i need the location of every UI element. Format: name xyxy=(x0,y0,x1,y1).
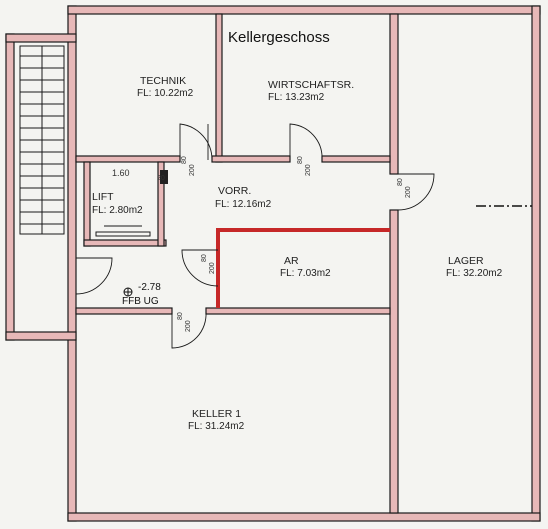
wall-wirtschaft-lager-upper xyxy=(389,13,399,175)
room-technik-name: TECHNIK xyxy=(140,75,186,87)
door-stair xyxy=(75,257,113,295)
wall-keller-north-left xyxy=(75,307,173,315)
door-dim-height: 200 xyxy=(305,164,312,176)
room-wirtschaft-name: WIRTSCHAFTSR. xyxy=(268,79,354,91)
plan-title: Kellergeschoss xyxy=(228,29,330,46)
wall-technik-south-left xyxy=(75,155,181,163)
room-keller1-name: KELLER 1 xyxy=(192,408,241,420)
door-dim-width: 80 xyxy=(397,178,404,186)
door-technik xyxy=(179,123,213,161)
room-wirtschaft-area: FL: 13.23m2 xyxy=(268,92,325,103)
door-ar xyxy=(181,249,219,287)
lift-gap-label: 20 xyxy=(157,175,165,182)
door-dim-width: 80 xyxy=(181,156,188,164)
wall-stair-north xyxy=(5,33,77,43)
room-ar-name: AR xyxy=(284,255,299,267)
wall-keller-north-right xyxy=(205,307,391,315)
wall-west xyxy=(67,5,77,522)
room-vorraum-area: FL: 12.16m2 xyxy=(215,199,272,210)
door-dim-width: 80 xyxy=(201,254,208,262)
room-lager-name: LAGER xyxy=(448,255,484,267)
floor-level-value: -2.78 xyxy=(138,282,161,293)
door-lager xyxy=(397,173,435,211)
wall-stair-west xyxy=(5,33,15,341)
floor-level-ref: FFB UG xyxy=(122,296,159,307)
wall-lift-south xyxy=(83,239,167,247)
staircase xyxy=(19,45,65,235)
door-dim-width: 80 xyxy=(297,156,304,164)
room-ar-area: FL: 7.03m2 xyxy=(280,268,331,279)
wall-technik-wirtschaft xyxy=(215,13,223,163)
room-technik-area: FL: 10.22m2 xyxy=(137,88,194,99)
door-dim-height: 200 xyxy=(405,186,412,198)
wall-east xyxy=(531,5,541,522)
room-lift-name: LIFT xyxy=(92,191,114,203)
door-dim-height: 200 xyxy=(209,262,216,274)
room-lift-area: FL: 2.80m2 xyxy=(92,205,143,216)
room-lager-area: FL: 32.20m2 xyxy=(446,268,503,279)
door-keller xyxy=(171,311,207,349)
lift-gap-marker xyxy=(160,170,168,184)
wall-stair-south xyxy=(5,331,77,341)
wall-wirtschaft-south xyxy=(321,155,391,163)
door-dim-height: 200 xyxy=(189,164,196,176)
ar-partition xyxy=(216,228,390,308)
room-keller1-area: FL: 31.24m2 xyxy=(188,421,245,432)
lift-width-label: 1.60 xyxy=(112,168,130,178)
lift-door-threshold xyxy=(95,231,151,237)
door-dim-width: 80 xyxy=(177,312,184,320)
wall-lift-east xyxy=(157,161,165,247)
wall-technik-south-right xyxy=(211,155,291,163)
room-vorraum-name: VORR. xyxy=(218,185,251,197)
wall-north xyxy=(67,5,541,15)
wall-lager-west-lower xyxy=(389,209,399,514)
level-marker xyxy=(123,287,133,297)
wall-lift-west xyxy=(83,161,91,247)
door-dim-height: 200 xyxy=(185,320,192,332)
wall-south xyxy=(67,512,541,522)
door-wirtschaft xyxy=(289,123,323,161)
